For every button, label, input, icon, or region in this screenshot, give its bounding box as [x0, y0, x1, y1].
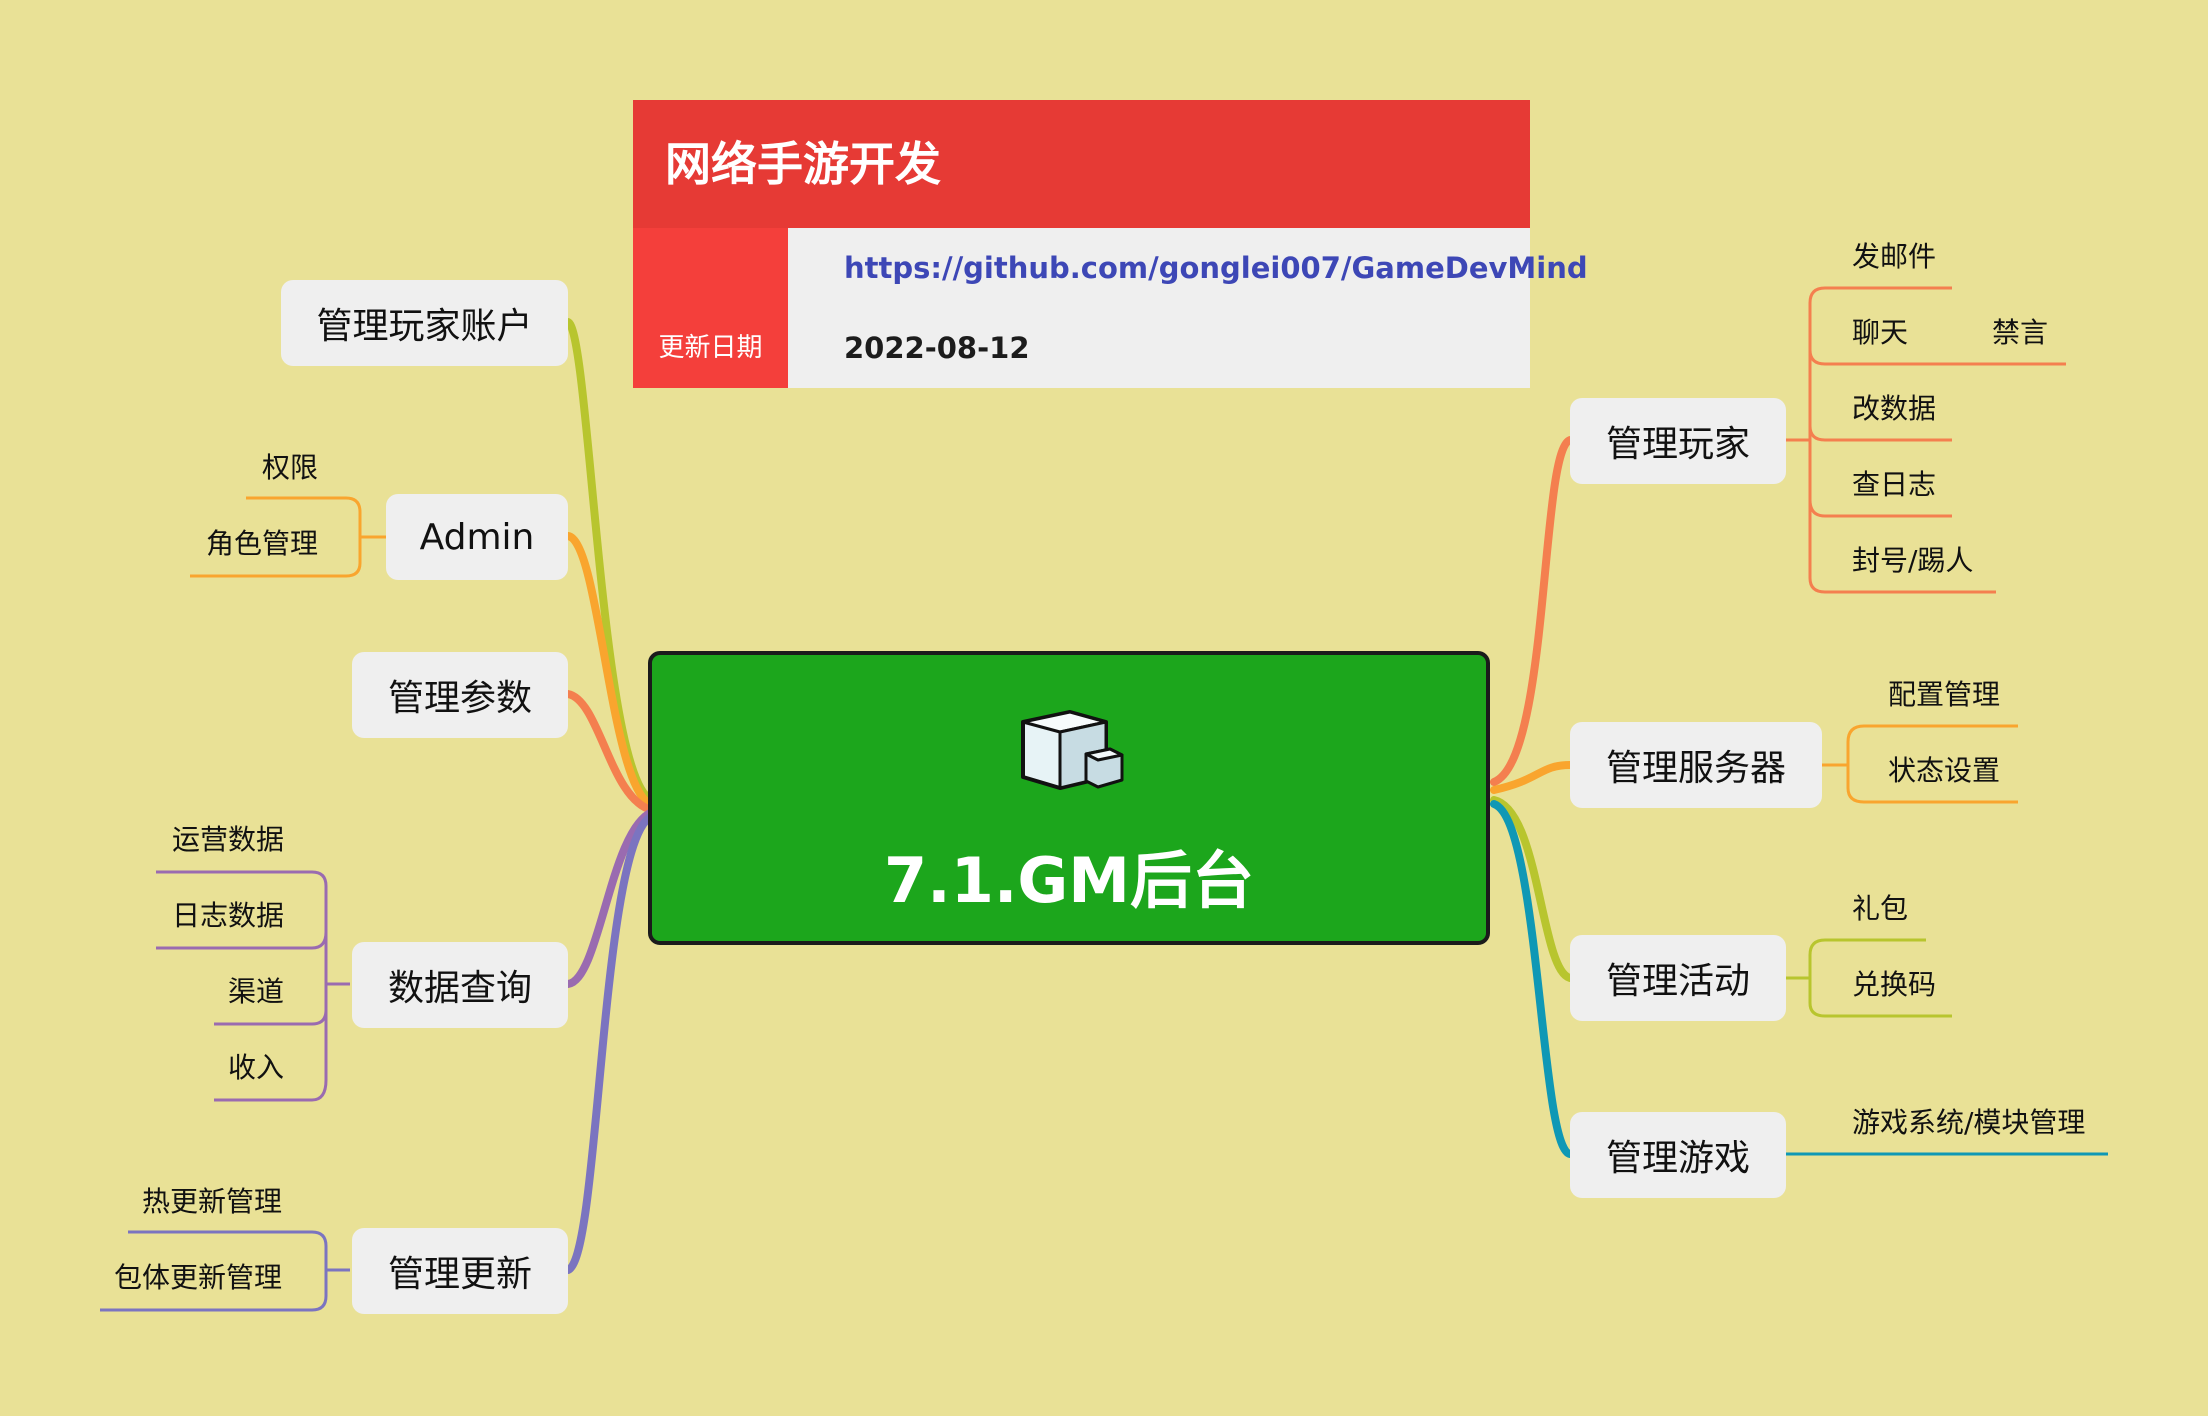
topic-header-card: 网络手游开发 https://github.com/gonglei007/Gam…	[633, 100, 1588, 388]
servers-child-connector	[1822, 724, 2018, 804]
branch-line-players	[1490, 436, 1574, 786]
updates-child-connector	[100, 1230, 350, 1312]
branch-line-events	[1490, 796, 1574, 982]
leaf-channel[interactable]: 渠道	[228, 975, 285, 1008]
node-data-query[interactable]: 数据查询	[352, 942, 568, 1028]
players-child-connector	[1786, 286, 2066, 594]
cube-icon	[1021, 710, 1124, 790]
leaf-role-management[interactable]: 角色管理	[206, 527, 319, 560]
leaf-edit-data[interactable]: 改数据	[1852, 392, 1937, 425]
branch-line-admin	[564, 532, 656, 809]
node-manage-accounts[interactable]: 管理玩家账户	[281, 280, 568, 366]
branch-line-data-query	[564, 808, 656, 988]
branch-line-params	[564, 690, 656, 814]
leaf-view-logs[interactable]: 查日志	[1852, 468, 1937, 501]
date-value: 2022-08-12	[788, 308, 1530, 388]
leaf-redeem-code[interactable]: 兑换码	[1852, 968, 1937, 1001]
leaf-config-management[interactable]: 配置管理	[1888, 678, 2001, 711]
branch-line-updates	[564, 812, 656, 1274]
leaf-system-module-management[interactable]: 游戏系统/模块管理	[1852, 1106, 2086, 1139]
leaf-ban-kick[interactable]: 封号/踢人	[1852, 544, 1974, 577]
branch-line-games	[1490, 800, 1574, 1158]
link-row: https://github.com/gonglei007/GameDevMin…	[633, 228, 1588, 308]
node-manage-games[interactable]: 管理游戏	[1570, 1112, 1786, 1198]
branch-line-servers	[1490, 761, 1574, 794]
leaf-revenue[interactable]: 收入	[228, 1051, 285, 1084]
leaf-log-data[interactable]: 日志数据	[172, 899, 285, 932]
node-updates[interactable]: 管理更新	[352, 1228, 568, 1314]
node-manage-servers[interactable]: 管理服务器	[1570, 722, 1822, 808]
date-label: 更新日期	[633, 308, 788, 388]
data-query-child-connector	[156, 870, 350, 1102]
node-admin[interactable]: Admin	[386, 494, 568, 580]
leaf-chat[interactable]: 聊天	[1852, 316, 1909, 349]
project-title: 网络手游开发	[633, 100, 1530, 228]
date-row: 更新日期 2022-08-12	[633, 308, 1530, 388]
node-manage-players[interactable]: 管理玩家	[1570, 398, 1786, 484]
link-row-key	[633, 228, 788, 308]
node-manage-events[interactable]: 管理活动	[1570, 935, 1786, 1021]
leaf-ops-data[interactable]: 运营数据	[172, 823, 285, 856]
central-topic-title: 7.1.GM后台	[884, 844, 1254, 917]
admin-child-connector	[190, 496, 386, 578]
central-topic[interactable]: 7.1.GM后台	[648, 651, 1490, 945]
events-child-connector	[1786, 938, 1952, 1018]
leaf-package-update-management[interactable]: 包体更新管理	[114, 1261, 283, 1294]
repo-link[interactable]: https://github.com/gonglei007/GameDevMin…	[788, 228, 1588, 308]
leaf-hotfix-management[interactable]: 热更新管理	[142, 1185, 283, 1218]
leaf-permission[interactable]: 权限	[262, 451, 319, 484]
node-params[interactable]: 管理参数	[352, 652, 568, 738]
leaf-gift-pack[interactable]: 礼包	[1852, 892, 1909, 925]
leaf-status-settings[interactable]: 状态设置	[1888, 754, 2001, 787]
leaf-send-mail[interactable]: 发邮件	[1852, 240, 1937, 273]
leaf-mute[interactable]: 禁言	[1992, 316, 2049, 349]
